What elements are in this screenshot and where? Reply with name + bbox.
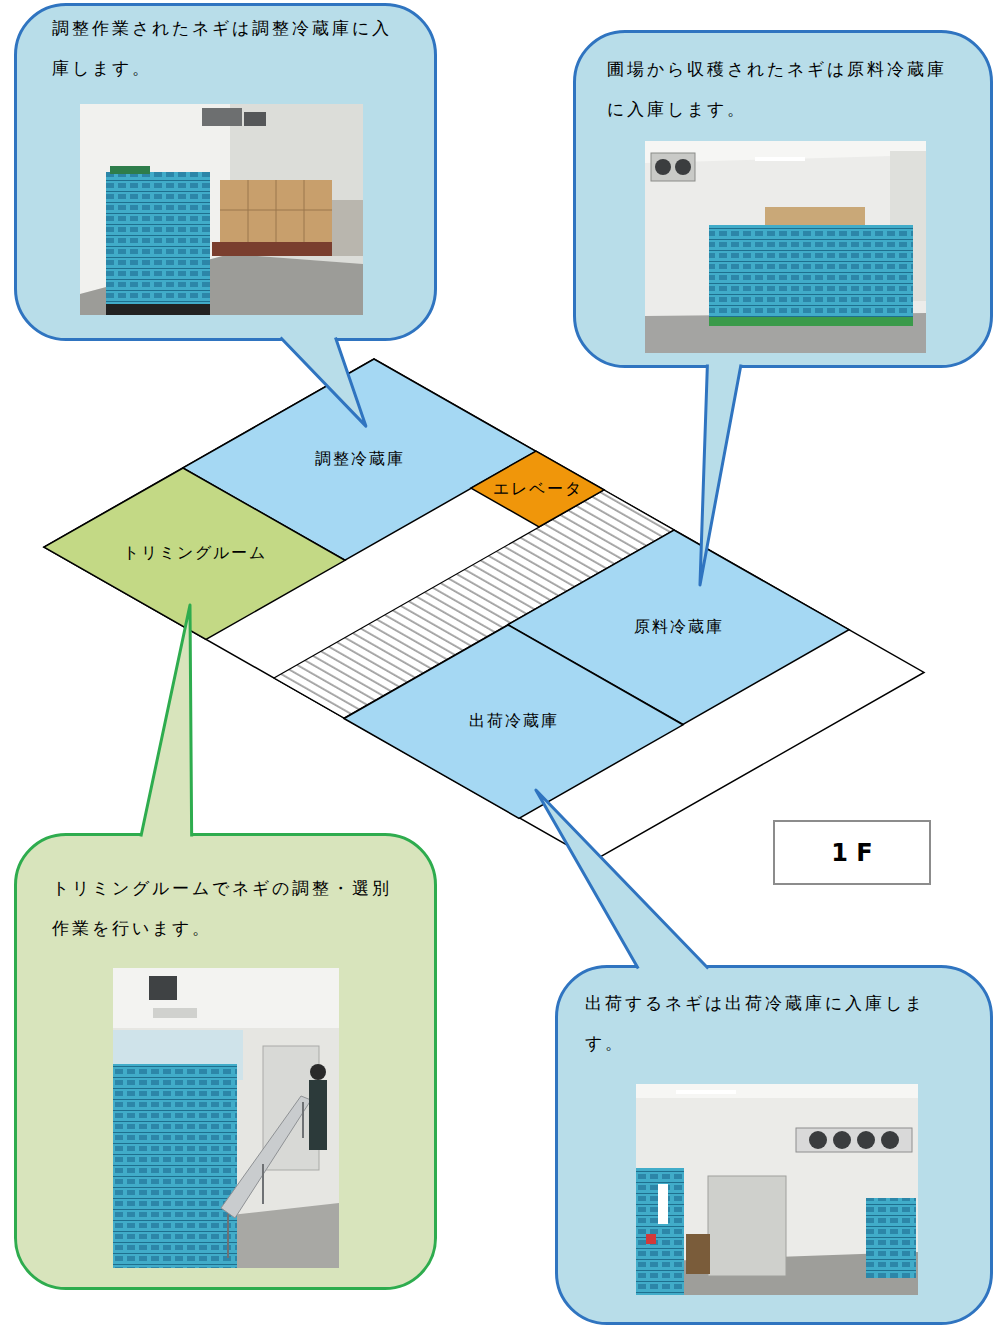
cold-room-photo [248,180,249,242]
callout-pointer [700,365,741,585]
trimming-room-photo [113,968,339,1268]
cold-room-photo [866,1198,916,1278]
callout-pointer [700,365,741,585]
callout-pointer [536,790,708,969]
room-shape [344,625,683,818]
callout-bubble: 圃場から収穫されたネギは原料冷蔵庫に入庫します。 [573,30,993,368]
floor-label: 1 F [831,839,872,867]
cold-room-photo [881,1131,899,1149]
cold-room-photo [651,153,695,181]
trimming-room-photo [262,1164,264,1204]
callout-bubble: 調整作業されたネギは調整冷蔵庫に入庫します。 [14,3,437,341]
callout-pointer [280,338,365,427]
cold-room-photo [686,1234,710,1274]
cold-room-photo [220,210,332,211]
cold-room-photo [646,1234,656,1244]
cold-room-photo [676,1090,736,1094]
trimming-room-photo [302,1102,304,1138]
cold-room-photo [833,1131,851,1149]
cold-room-photo [645,141,926,353]
callout-pointer [141,605,192,837]
callout-bubble: トリミングルームでネギの調整・選別作業を行います。 [14,833,437,1290]
trimming-room-photo [227,1214,229,1258]
cold-room-photo [110,166,150,174]
trimming-room-photo [113,968,339,1268]
cold-room-photo [106,172,210,312]
cold-room-photo [645,313,926,353]
cold-room-photo [220,180,332,242]
cold-room-photo [645,141,926,353]
trimming-room-photo [309,1080,327,1150]
floor-outline [44,359,924,861]
cold-room-photo [765,207,865,225]
trimming-room-photo [113,968,339,1028]
cold-room-photo [212,242,334,256]
room-label: 調整冷蔵庫 [315,449,405,470]
room-label: 出荷冷蔵庫 [469,711,559,732]
room-area: トリミングルーム [44,468,345,640]
trimming-room-photo [153,1008,197,1018]
cold-room-photo [636,1084,918,1098]
callout-pointer [141,605,192,837]
trimming-room-photo [310,1064,326,1080]
callout-pointer [141,605,192,837]
cold-room-photo [675,159,691,175]
callout-text: 出荷するネギは出荷冷蔵庫に入庫します。 [585,983,930,1063]
trimming-room-photo [113,1064,237,1268]
cold-room-photo [708,1176,786,1276]
callout-bubble: 出荷するネギは出荷冷蔵庫に入庫します。 [555,965,993,1325]
cold-room-photo [244,112,266,126]
cold-room-photo [709,317,913,326]
callout-pointer [536,790,708,969]
cold-room-photo [202,108,242,126]
callout-pointer [536,790,708,969]
callout-pointer [700,365,741,585]
callout-text: 圃場から収穫されたネギは原料冷蔵庫に入庫します。 [607,49,952,129]
room-label: エレベータ [493,479,583,500]
cold-room-photo [636,1168,684,1295]
callout-text: トリミングルームでネギの調整・選別作業を行います。 [52,868,397,948]
callout-text: 調整作業されたネギは調整冷蔵庫に入庫します。 [52,8,397,88]
cold-room-photo [636,1084,918,1295]
callout-pointer [280,338,365,427]
cold-room-photo [106,304,210,315]
room-area: 出荷冷蔵庫 [344,625,683,818]
cold-room-photo [755,157,805,161]
cold-room-photo [655,159,671,175]
cold-room-photo [809,1131,827,1149]
room-label: 原料冷蔵庫 [634,617,724,638]
cold-room-photo [276,180,277,242]
cold-room-photo [857,1131,875,1149]
cold-room-photo [332,200,363,256]
cold-room-photo [636,1084,918,1295]
room-shape [471,451,604,527]
cold-room-photo [304,180,305,242]
trimming-room-photo [149,976,177,1000]
cold-room-photo [80,104,363,315]
cold-room-photo [709,225,913,317]
floor-label-box: 1 F [773,820,931,885]
room-label: トリミングルーム [123,543,267,564]
room-shape [44,468,345,640]
trimming-room-photo [221,1096,311,1218]
callout-pointer [280,338,365,427]
room-area: エレベータ [471,451,604,527]
cold-room-photo [658,1184,668,1224]
cold-room-photo [80,104,363,315]
cold-room-photo [796,1128,912,1152]
